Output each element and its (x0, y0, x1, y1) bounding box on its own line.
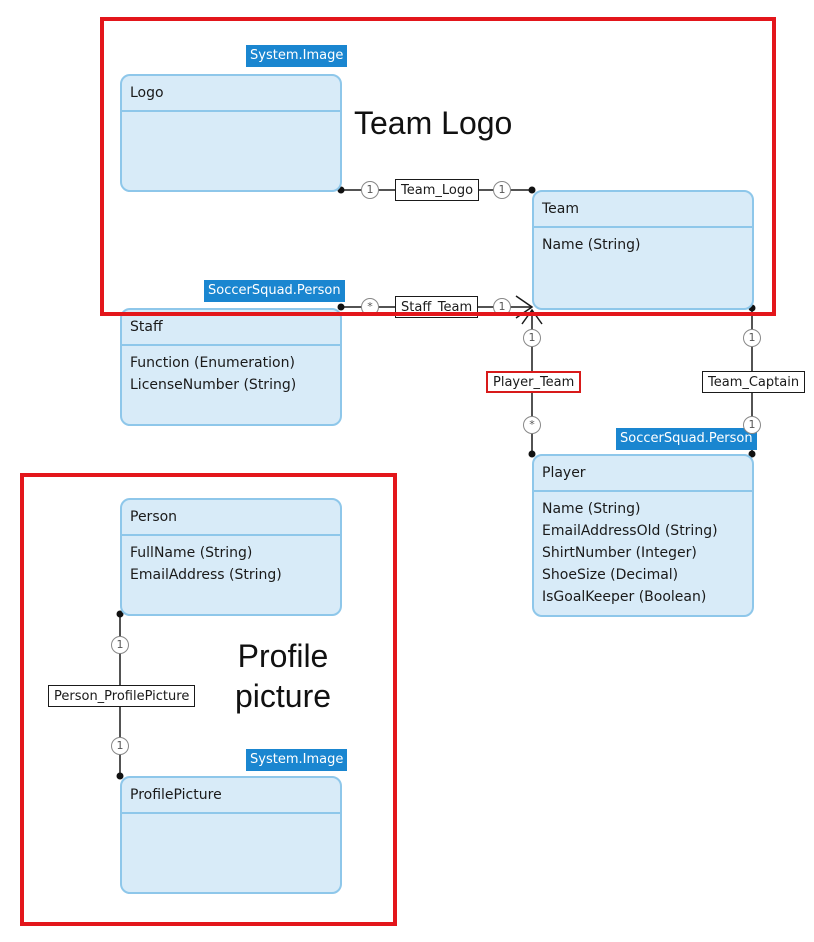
multiplicity-team-logo-to: 1 (493, 181, 511, 199)
multiplicity-person-profile-picture-to: 1 (111, 737, 129, 755)
entity-player[interactable]: Player Name (String) EmailAddressOld (St… (532, 454, 754, 617)
attribute: EmailAddressOld (String) (542, 523, 718, 539)
entity-logo-title: Logo (122, 76, 340, 112)
entity-team-title: Team (534, 192, 752, 228)
entity-team[interactable]: Team Name (String) (532, 190, 754, 310)
attribute: IsGoalKeeper (Boolean) (542, 589, 707, 605)
multiplicity-player-team-to: 1 (523, 329, 541, 347)
entity-profile-picture[interactable]: ProfilePicture (120, 776, 342, 894)
profile-picture-callout: Profile picture (224, 636, 342, 716)
entity-staff[interactable]: Staff Function (Enumeration) LicenseNumb… (120, 308, 342, 426)
entity-person-title: Person (122, 500, 340, 536)
multiplicity-team-captain-to: 1 (743, 416, 761, 434)
multiplicity-person-profile-picture-from: 1 (111, 636, 129, 654)
entity-staff-title: Staff (122, 310, 340, 346)
association-team-captain[interactable]: Team_Captain (702, 371, 806, 393)
association-team-logo[interactable]: Team_Logo (395, 179, 480, 201)
player-team-arrowhead (521, 308, 543, 325)
attribute: FullName (String) (130, 545, 253, 561)
attribute: LicenseNumber (String) (130, 377, 297, 393)
player-generalization-badge: SoccerSquad.Person (616, 428, 757, 450)
entity-player-title: Player (534, 456, 752, 492)
attribute: Name (String) (542, 237, 641, 253)
multiplicity-team-captain-from: 1 (743, 329, 761, 347)
profile-picture-callout-line1: Profile (237, 638, 329, 674)
attribute: Function (Enumeration) (130, 355, 295, 371)
multiplicity-team-logo-from: 1 (361, 181, 379, 199)
entity-profile-picture-title: ProfilePicture (122, 778, 340, 814)
multiplicity-staff-team-from: * (361, 298, 379, 316)
entity-person[interactable]: Person FullName (String) EmailAddress (S… (120, 498, 342, 616)
multiplicity-player-team-from: * (523, 416, 541, 434)
association-person-profile-picture[interactable]: Person_ProfilePicture (48, 685, 196, 707)
attribute: Name (String) (542, 501, 641, 517)
attribute: ShoeSize (Decimal) (542, 567, 679, 583)
staff-generalization-badge: SoccerSquad.Person (204, 280, 345, 302)
profile-picture-generalization-badge: System.Image (246, 749, 348, 771)
profile-picture-highlight-box (20, 473, 397, 926)
team-logo-callout: Team Logo (354, 105, 513, 141)
association-player-team[interactable]: Player_Team (486, 371, 582, 393)
profile-picture-callout-line2: picture (234, 678, 332, 714)
entity-logo[interactable]: Logo (120, 74, 342, 192)
team-logo-highlight-box (100, 17, 776, 316)
logo-generalization-badge: System.Image (246, 45, 348, 67)
attribute: ShirtNumber (Integer) (542, 545, 697, 561)
attribute: EmailAddress (String) (130, 567, 282, 583)
